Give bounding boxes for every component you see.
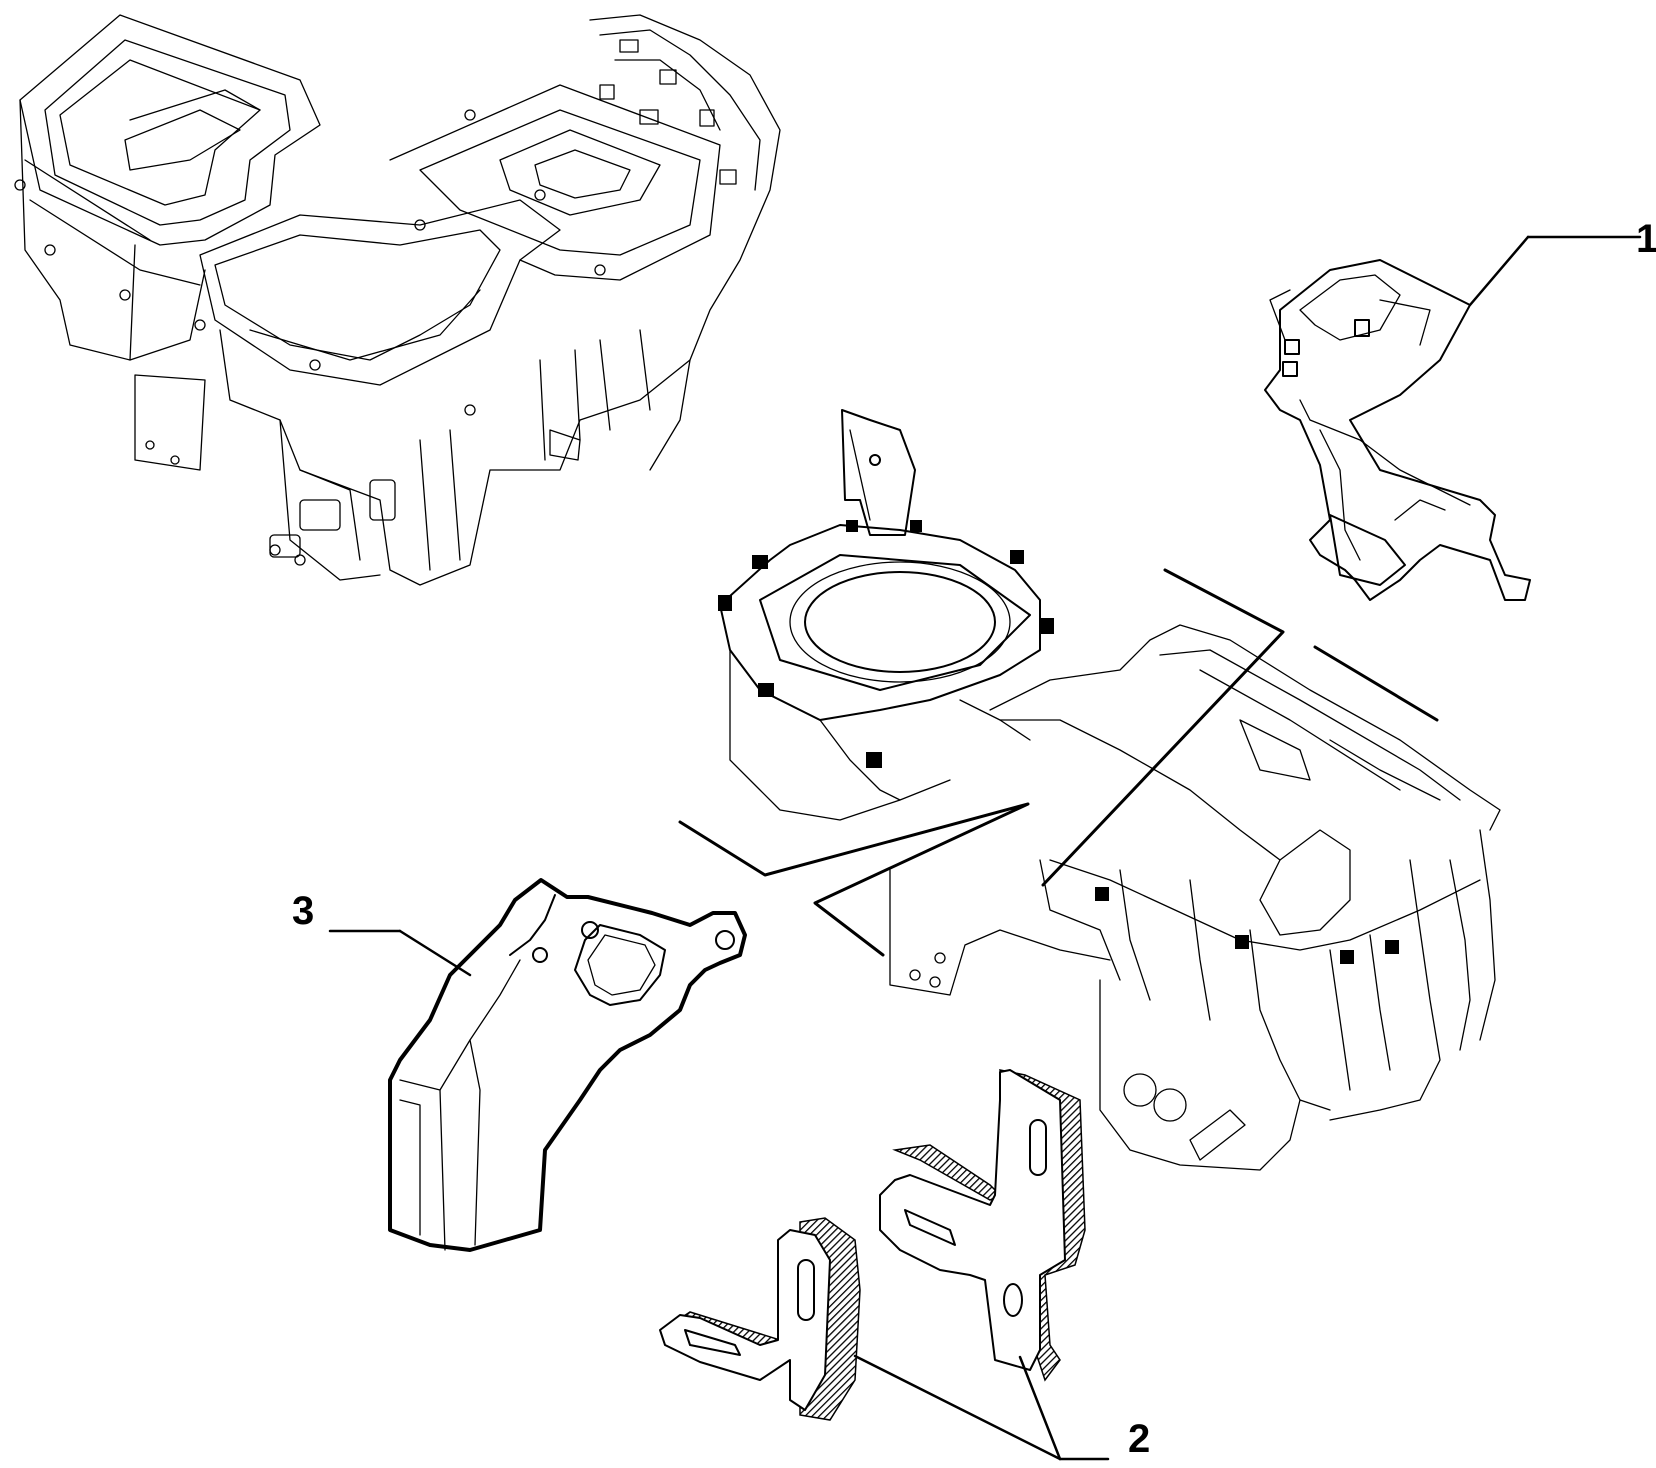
part-3-air-duct bbox=[388, 878, 747, 1252]
callout-3: 3 bbox=[292, 889, 472, 977]
callout-label-2: 2 bbox=[1128, 1417, 1150, 1461]
callout-1: 1 bbox=[1468, 217, 1656, 307]
callout-label-1: 1 bbox=[1636, 217, 1656, 261]
part-2-mounting-brackets bbox=[659, 1069, 1086, 1421]
assembly-guide-lines bbox=[678, 568, 1439, 957]
heater-box-assembly bbox=[718, 409, 1501, 1171]
hvac-assembly-overview bbox=[14, 14, 781, 586]
callout-2: 2 bbox=[853, 1354, 1150, 1461]
part-1-support-bracket bbox=[1264, 259, 1531, 601]
callout-label-3: 3 bbox=[292, 889, 314, 933]
